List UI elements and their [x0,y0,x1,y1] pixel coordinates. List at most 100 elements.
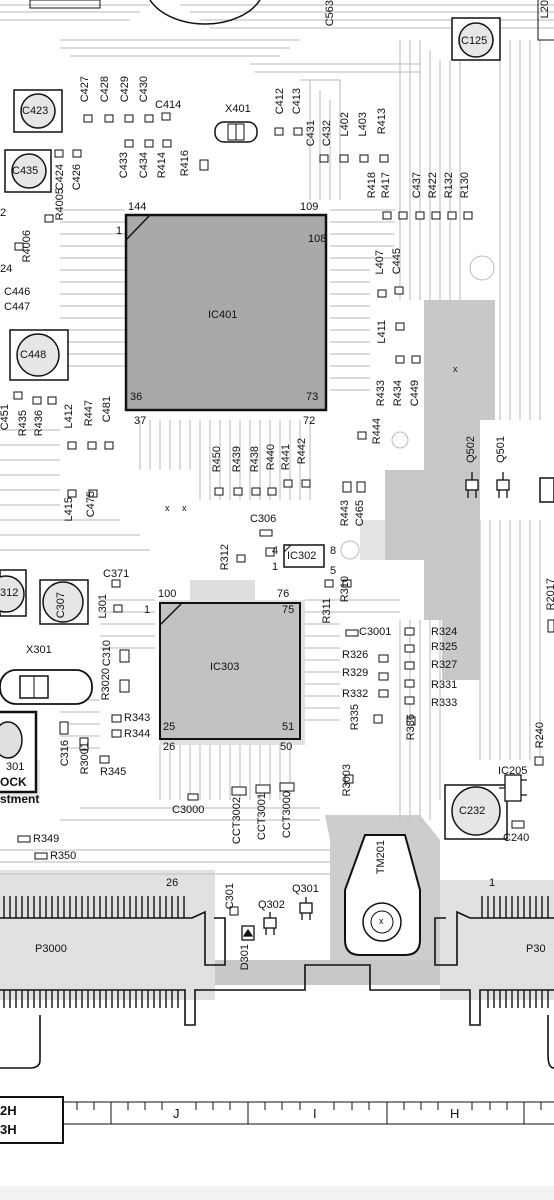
pin-51: 51 [282,721,295,733]
grid-row-3h: 3H [0,1122,17,1137]
label-c426: C426 [71,164,83,191]
label-r349: R349 [33,833,60,845]
label-ic302: IC302 [287,550,317,562]
pin-72: 72 [303,415,316,427]
label-r422: R422 [427,172,439,199]
label-c465: C465 [354,500,366,527]
pin-50: 50 [280,741,293,753]
label-r450: R450 [211,446,223,473]
label-c434: C434 [138,152,150,179]
label-l402: L402 [339,112,351,137]
label-cct3002: CCT3002 [231,797,243,845]
label-l301: L301 [97,594,109,619]
label-r345: R345 [100,766,127,778]
label-c423: C423 [22,105,49,117]
label-r331: R331 [431,679,458,691]
label-r434: R434 [392,380,404,407]
label-l415: L415 [63,497,75,522]
label-r447: R447 [83,400,95,427]
label-r438: R438 [249,446,261,473]
label-c424: C424 [54,164,66,191]
label-x-b: x [182,503,187,513]
pin-8: 8 [330,545,337,557]
label-301: 301 [6,761,25,773]
label-r3003: R3003 [341,764,353,797]
label-l407: L407 [374,250,386,275]
label-c301: C301 [224,883,236,910]
label-r350: R350 [50,850,77,862]
pin-37: 37 [134,415,147,427]
grid-col-h: H [450,1106,460,1121]
label-c430: C430 [138,76,150,103]
pin-108: 108 [308,233,327,245]
label-l412: L412 [63,404,75,429]
label-r311: R311 [321,598,333,624]
pin-26-connector: 26 [166,877,179,889]
label-q302: Q302 [258,899,285,911]
label-p3000: P3000 [35,943,67,955]
label-q501: Q501 [495,436,507,463]
label-c431: C431 [305,120,317,147]
label-x-mark: x [453,364,458,374]
label-c445: C445 [391,248,403,275]
label-r442: R442 [296,438,308,465]
pin-5: 5 [330,565,337,577]
pin-75: 75 [282,604,295,616]
label-c371: C371 [103,568,130,580]
label-r344: R344 [124,728,151,740]
pin-1-connector: 1 [489,877,496,889]
label-r435: R435 [17,410,29,437]
pin-1-ic302: 1 [272,561,279,573]
pin-109: 109 [300,201,319,213]
label-l20: L20 [539,0,551,19]
label-c433: C433 [118,152,130,179]
label-cct3000: CCT3000 [281,791,293,839]
label-c413: C413 [291,88,303,115]
pin-76: 76 [277,588,290,600]
label-r4006: R4006 [21,230,33,263]
label-r343: R343 [124,712,151,724]
label-r130: R130 [459,172,471,199]
label-c481: C481 [101,396,113,423]
label-r441: R441 [280,444,292,471]
pin-36: 36 [130,391,143,403]
label-cct3001: CCT3001 [256,793,268,841]
label-r417: R417 [380,172,392,199]
label-q502: Q502 [465,436,477,463]
label-r2017: R2017 [545,578,554,611]
label-24: 24 [0,263,13,275]
label-lock: OCK [0,775,27,789]
label-c3000: C3000 [172,804,205,816]
pin-4: 4 [272,545,279,557]
pin-1-ic401: 1 [116,225,123,237]
label-c563: C563 [324,0,336,27]
label-r439: R439 [231,446,243,473]
label-x401: X401 [225,103,251,115]
label-c449: C449 [409,380,421,407]
label-ic303: IC303 [210,661,240,673]
label-c428: C428 [99,76,111,103]
label-c240: C240 [503,832,530,844]
label-d301: D301 [239,944,251,971]
label-c447: C447 [4,301,31,313]
label-312: 312 [0,587,19,599]
label-ic401: IC401 [208,309,238,321]
pin-73: 73 [306,391,319,403]
label-r414: R414 [156,152,168,179]
label-c414: C414 [155,99,182,111]
label-c448: C448 [20,349,47,361]
label-c429: C429 [119,76,131,103]
label-c451: C451 [0,404,11,431]
label-q301: Q301 [292,883,319,895]
label-c3001: C3001 [359,626,392,638]
label-r335: R335 [349,704,361,731]
label-r132: R132 [443,172,455,199]
label-adjustment: stment [0,792,40,806]
pin-144: 144 [128,201,147,213]
page-footer-strip [0,1186,554,1200]
label-r443: R443 [339,500,351,527]
grid-col-i: I [313,1106,317,1121]
label-x301: X301 [26,644,52,656]
label-r3001: R3001 [79,742,91,775]
